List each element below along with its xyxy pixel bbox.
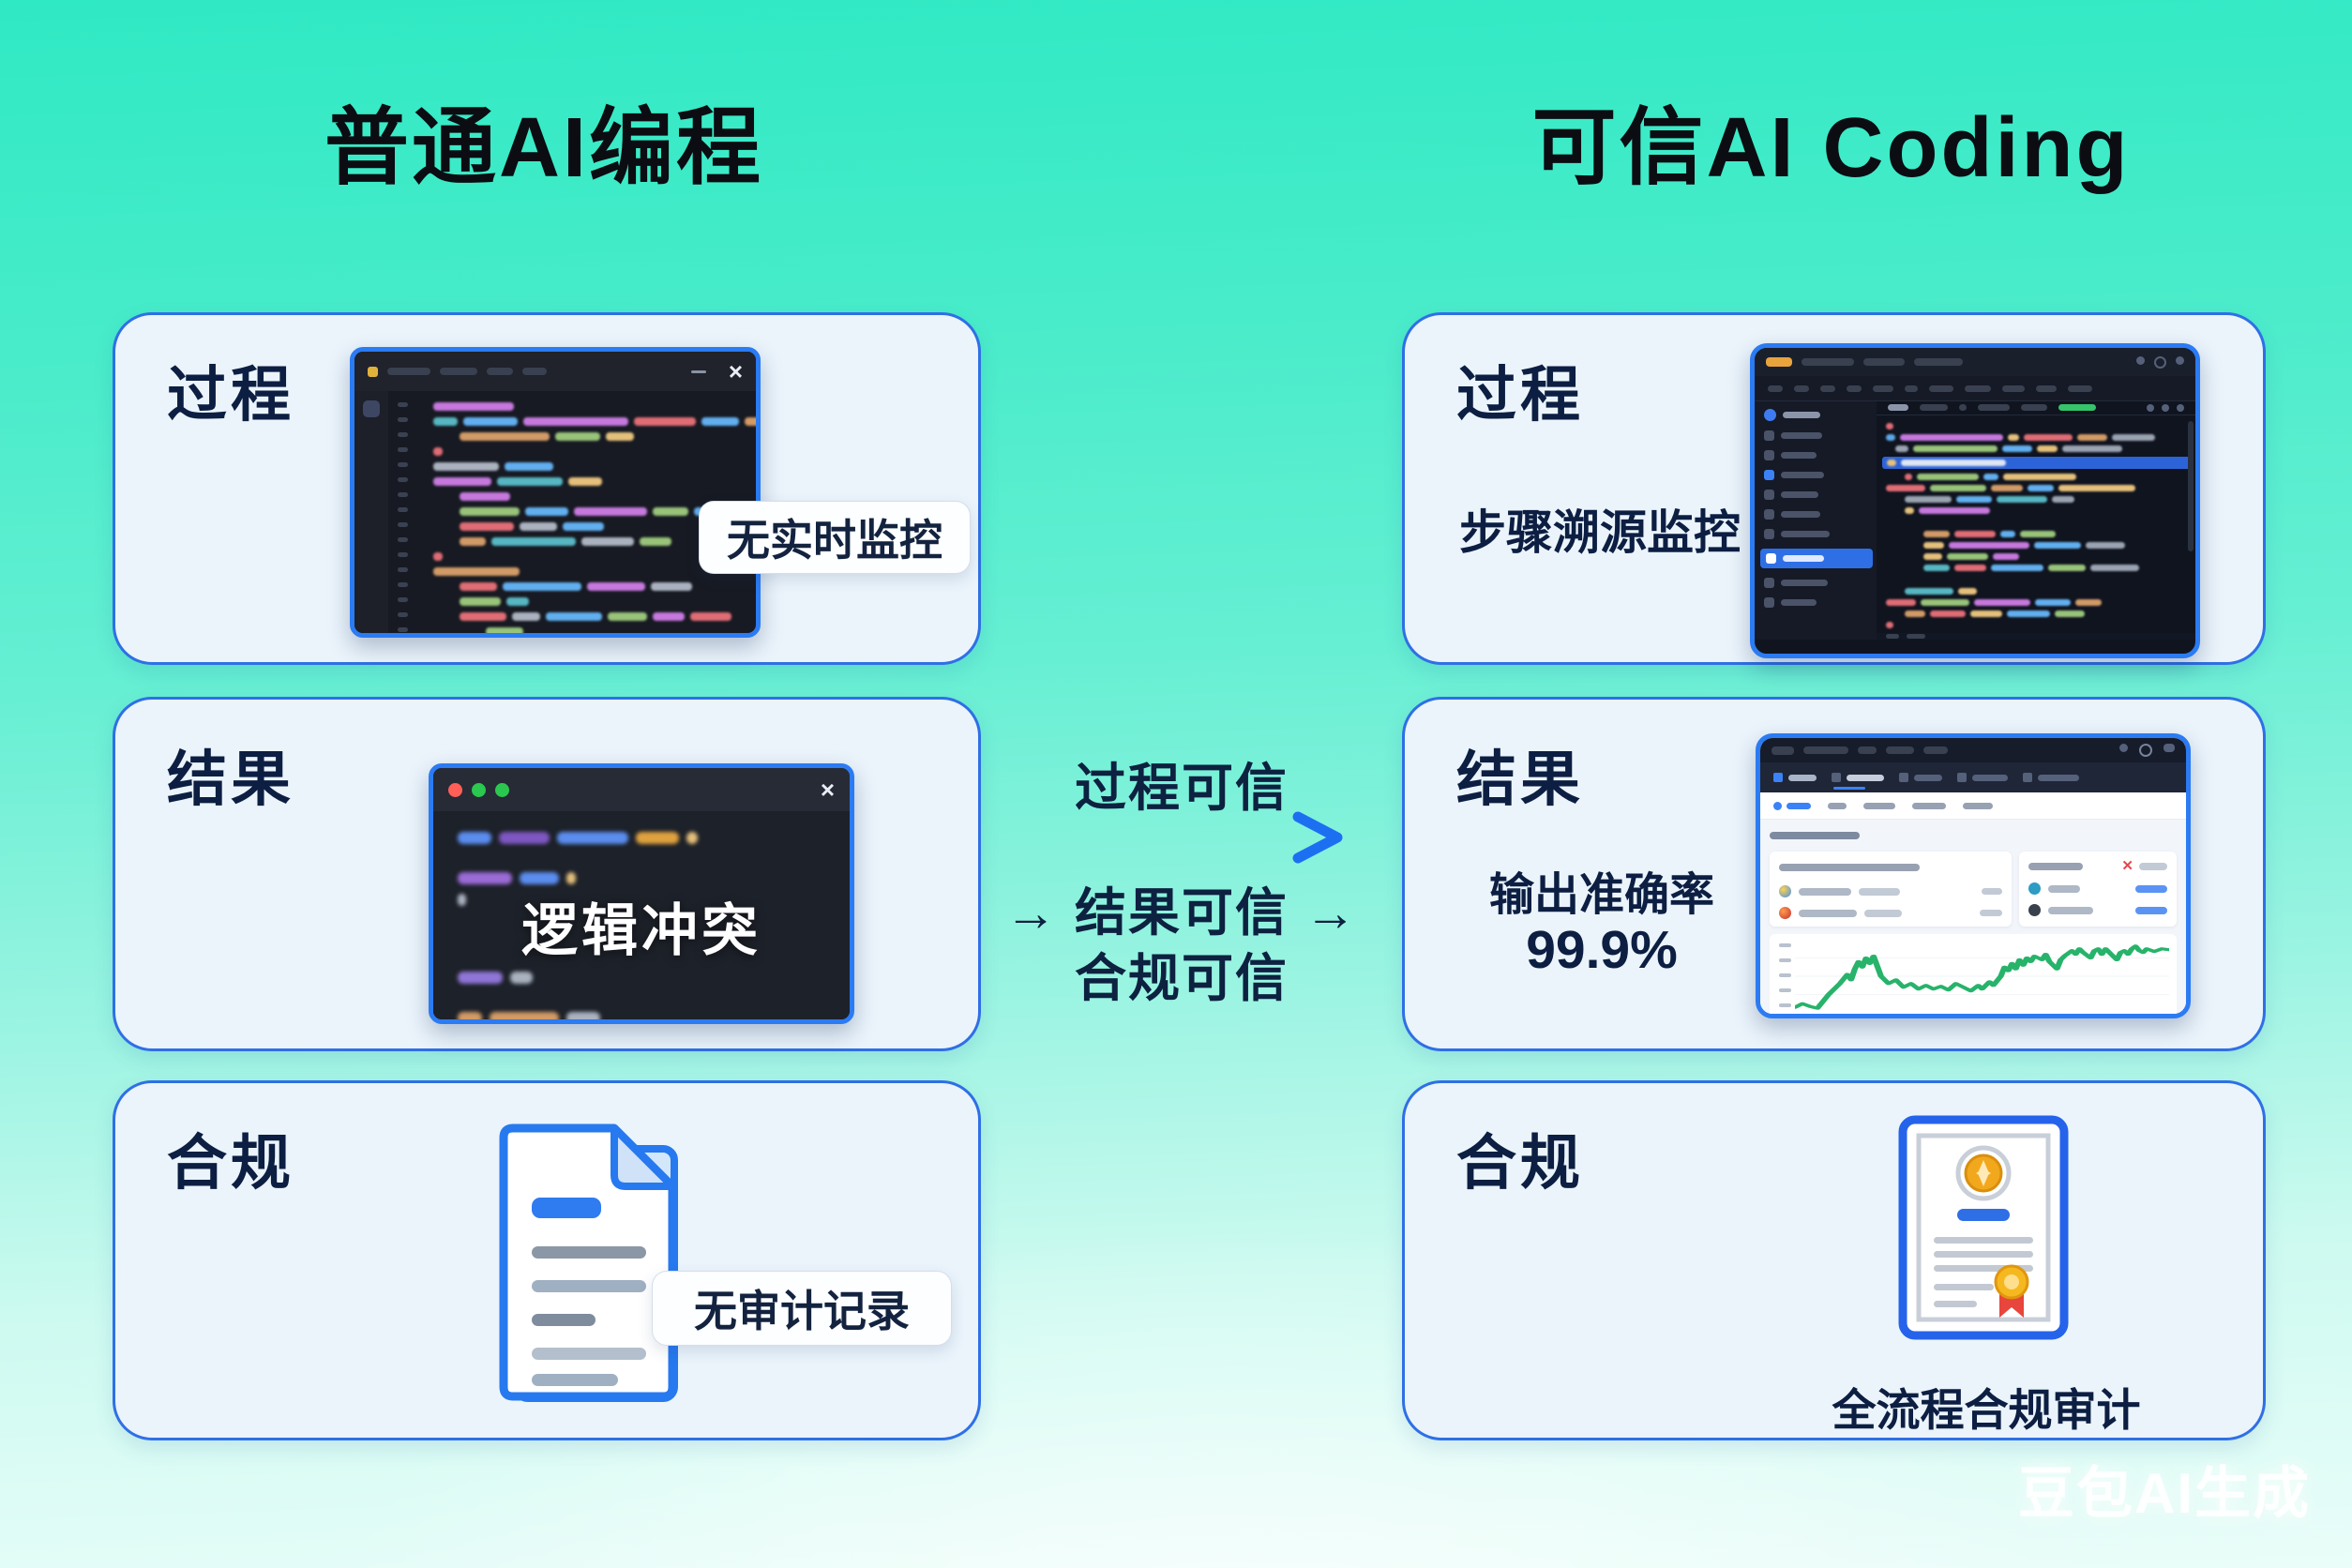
close-icon: ×	[820, 776, 835, 804]
dashboard-icon-1	[2119, 744, 2128, 752]
traffic-light-red	[448, 782, 462, 797]
scrollbar	[2188, 420, 2194, 551]
right-compliance-card: 合规 全流程合规审计	[1402, 1080, 2266, 1440]
right-process-label: 过程	[1456, 361, 1584, 429]
dashboard-nav-tabs	[1760, 762, 2186, 792]
flow-text-compliance-trusted: 合规可信	[1074, 949, 1289, 1007]
blurred-code-lines	[426, 391, 756, 633]
ide-status-bar	[1877, 632, 2195, 640]
accuracy-label: 输出准确率	[1488, 870, 1714, 920]
ide-editor	[1877, 401, 2195, 640]
ide-editor-tabs	[1877, 401, 2195, 415]
editor-titlebar: ×	[354, 352, 756, 391]
right-column-title: 可信AI Coding	[1531, 101, 2131, 195]
step-trace-monitoring-text: 步骤溯源监控	[1459, 506, 1741, 559]
ide-logo-icon	[1766, 357, 1792, 367]
editor-logo-icon	[363, 400, 380, 417]
ide-toolbar	[1755, 376, 2195, 401]
certificate-icon	[1898, 1115, 2069, 1340]
metric-panel-left	[1770, 852, 2012, 927]
dashboard-top-bar	[1760, 738, 2186, 762]
ide-window	[1750, 343, 2200, 658]
dashboard-icon-3	[2164, 744, 2175, 752]
ide-topbar-icon	[2136, 355, 2145, 365]
traffic-light-green2	[495, 782, 509, 797]
trend-chart	[1770, 934, 2177, 1014]
list-item-icon-dark	[2028, 904, 2041, 916]
red-x-icon: ✕	[2121, 858, 2133, 874]
accuracy-value: 99.9%	[1526, 920, 1678, 980]
close-icon: ×	[728, 357, 743, 385]
document-icon	[499, 1123, 678, 1402]
error-window-titlebar: ×	[433, 768, 850, 811]
left-result-card: 结果 × 逻辑冲突	[113, 697, 981, 1051]
list-item-icon-teal	[2028, 882, 2041, 895]
watermark-doubao: 豆包AI生成	[2018, 1462, 2311, 1525]
dashboard-window: ✕	[1756, 733, 2191, 1018]
green-status-text	[2058, 404, 2096, 412]
nav-tab-2-active	[1832, 773, 1884, 790]
flow-text-process-trusted: 过程可信	[1074, 759, 1289, 817]
ide-top-bar	[1755, 348, 2195, 376]
left-compliance-card: 合规 无审计记录	[113, 1080, 981, 1440]
dashboard-icon-2	[2139, 744, 2152, 757]
nav-tab-5	[2023, 773, 2079, 782]
left-process-card: 过程 × 无实时监控	[113, 312, 981, 665]
no-audit-record-badge: 无审计记录	[652, 1271, 952, 1346]
left-compliance-label: 合规	[167, 1129, 294, 1197]
ide-topbar-icon2	[2154, 355, 2166, 369]
dashboard-sub-tabs	[1760, 792, 2186, 820]
ide-topbar-icon3	[2176, 355, 2184, 365]
left-column-title: 普通AI编程	[324, 101, 763, 195]
nav-tab-1	[1773, 773, 1817, 782]
list-item-icon-globe	[1779, 885, 1791, 897]
error-window: × 逻辑冲突	[429, 763, 854, 1024]
nav-tab-3	[1899, 773, 1942, 782]
ide-sidebar	[1755, 401, 1877, 640]
editor-body	[354, 391, 756, 633]
flow-text-result-trusted: → 结果可信 →	[1004, 883, 1359, 942]
metric-panel-right: ✕	[2019, 852, 2177, 927]
editor-activity-bar	[354, 391, 388, 633]
minimize-icon	[690, 369, 706, 373]
blurred-code-lines	[458, 832, 850, 1019]
blurred-code-lines	[1877, 415, 2195, 633]
right-result-card: 结果 输出准确率 99.9%	[1402, 697, 2266, 1051]
flow-arrow-icon	[1011, 811, 1343, 864]
dashboard-content: ✕	[1760, 820, 2186, 1014]
trend-line	[1794, 944, 2169, 1010]
right-result-label: 结果	[1456, 746, 1584, 813]
left-result-label: 结果	[167, 746, 294, 813]
no-realtime-monitoring-badge: 无实时监控	[699, 501, 971, 574]
right-compliance-label: 合规	[1456, 1129, 1584, 1197]
full-process-audit-caption: 全流程合规审计	[1832, 1385, 2141, 1435]
logic-conflict-text: 逻辑冲突	[521, 898, 761, 962]
list-item-icon-fire	[1779, 907, 1791, 919]
ide-body	[1755, 401, 2195, 640]
error-window-body: 逻辑冲突	[433, 811, 850, 1019]
chart-y-axis	[1773, 940, 1795, 1013]
left-process-label: 过程	[167, 361, 294, 429]
nav-tab-4	[1957, 773, 2008, 782]
line-number-gutter	[388, 391, 426, 633]
traffic-light-green	[472, 782, 486, 797]
code-editor-window: ×	[350, 347, 761, 638]
right-process-card: 过程 步骤溯源监控	[1402, 312, 2266, 665]
editor-app-icon	[368, 366, 378, 377]
